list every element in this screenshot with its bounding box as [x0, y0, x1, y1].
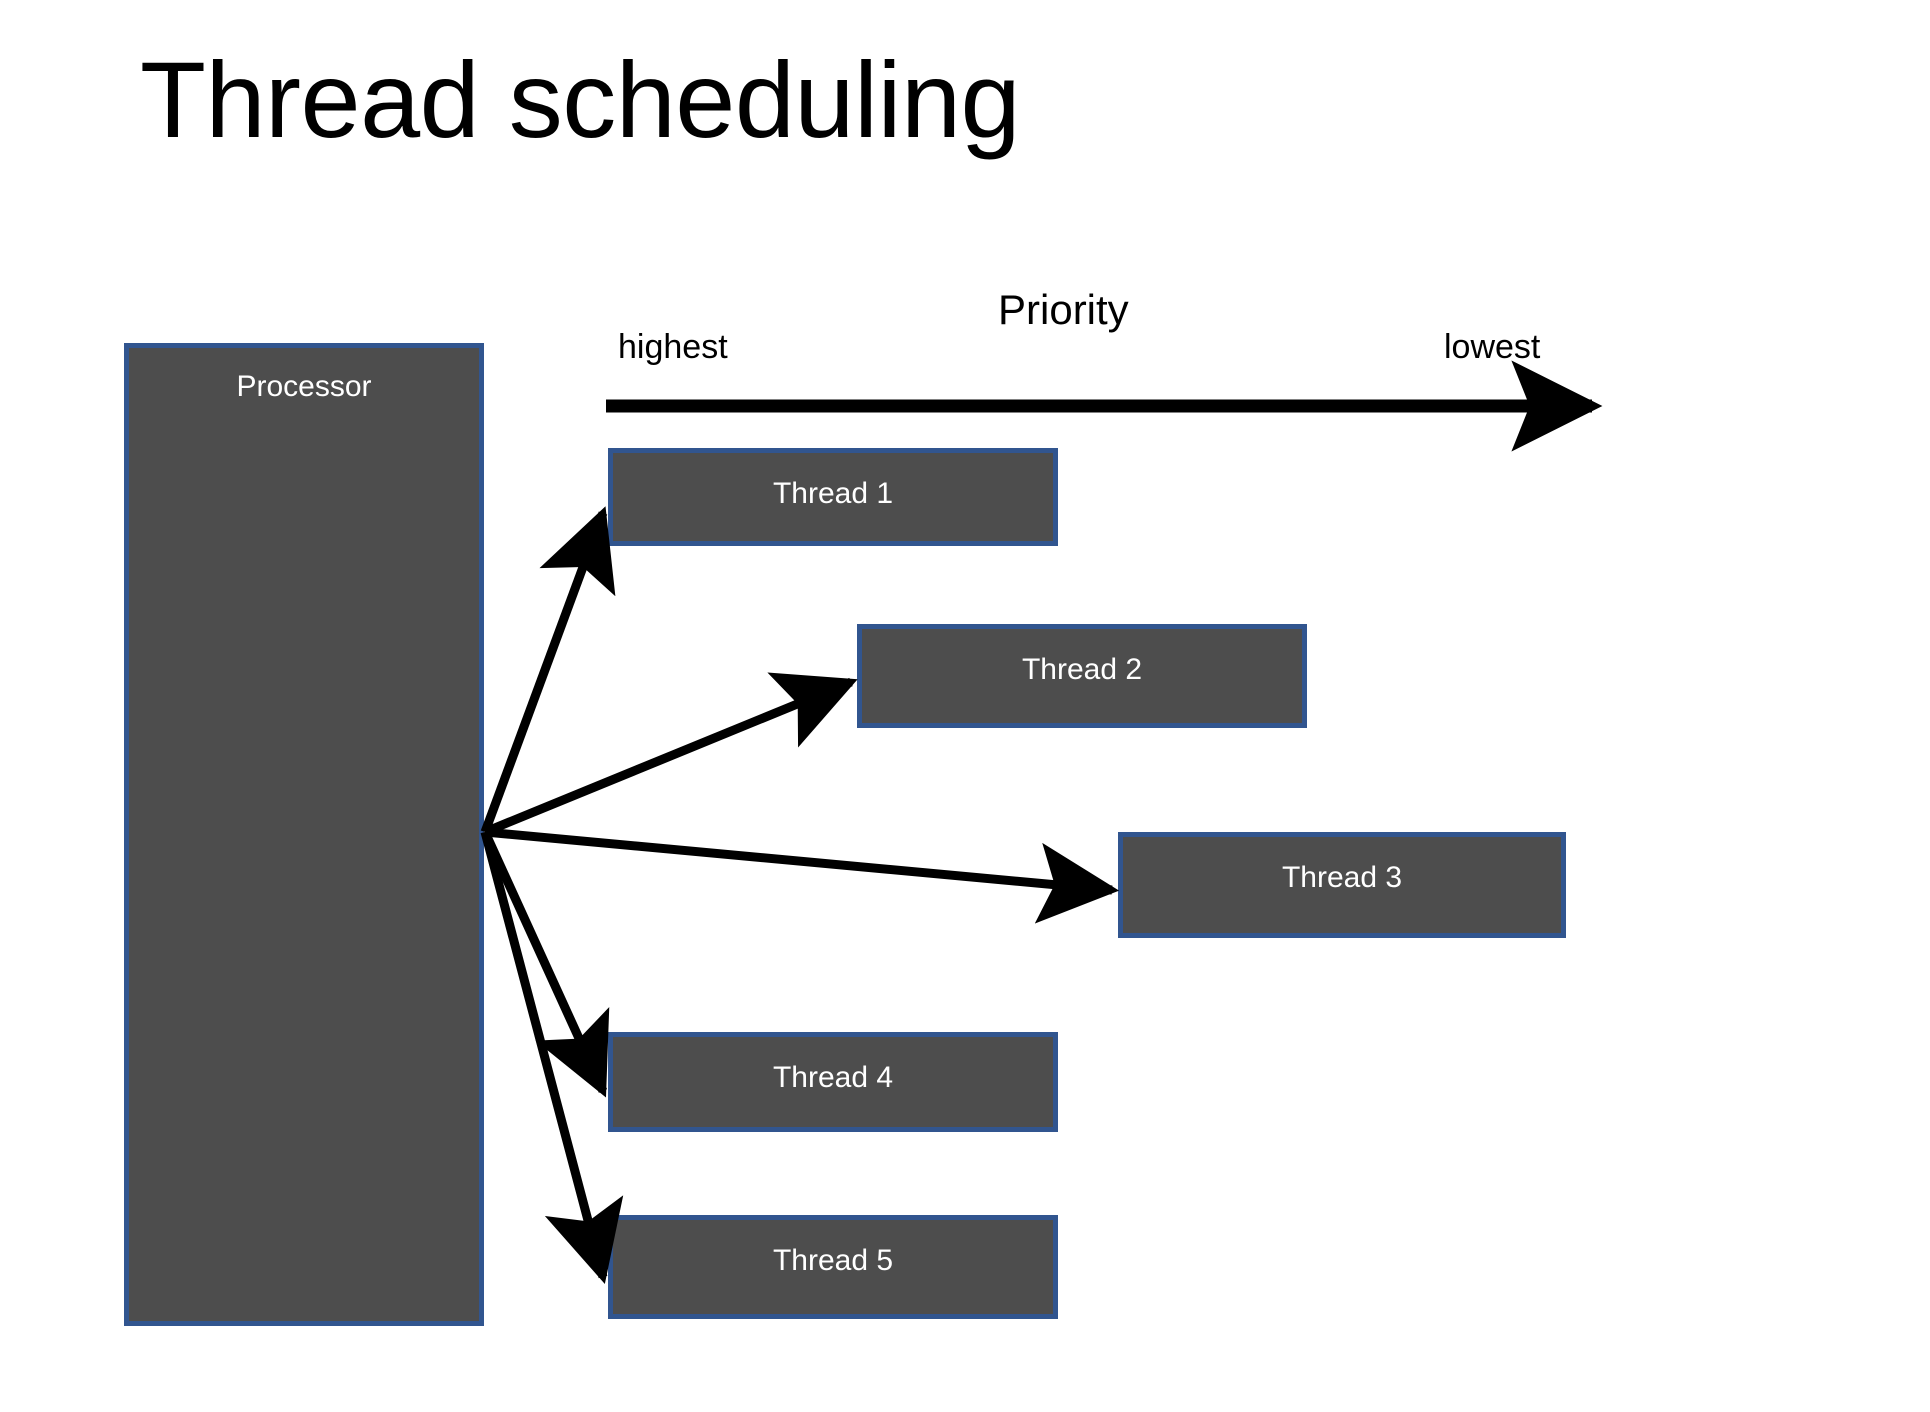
thread-box-2: Thread 2 — [857, 624, 1307, 728]
processor-label: Processor — [236, 370, 372, 403]
thread-label-3: Thread 3 — [1281, 861, 1403, 894]
priority-axis-title: Priority — [998, 286, 1129, 333]
thread-box-1: Thread 1 — [608, 448, 1058, 546]
priority-label-highest: highest — [618, 328, 728, 366]
connector-arrow-thread-2-icon — [483, 672, 858, 837]
connector-arrow-thread-3-icon — [484, 827, 1120, 924]
thread-box-4: Thread 4 — [608, 1032, 1058, 1132]
thread-label-1: Thread 1 — [772, 477, 894, 510]
thread-label-2: Thread 2 — [1021, 653, 1143, 686]
priority-label-lowest: lowest — [1444, 328, 1541, 366]
connector-arrow-thread-4-icon — [480, 830, 610, 1098]
thread-label-4: Thread 4 — [772, 1061, 894, 1094]
thread-box-3: Thread 3 — [1118, 832, 1566, 938]
connector-arrow-thread-1-icon — [480, 506, 616, 834]
page-title: Thread scheduling — [140, 39, 1021, 160]
processor-box: Processor — [124, 343, 484, 1326]
thread-box-5: Thread 5 — [608, 1215, 1058, 1319]
thread-label-5: Thread 5 — [772, 1244, 894, 1277]
connector-arrow-thread-5-icon — [480, 830, 624, 1284]
